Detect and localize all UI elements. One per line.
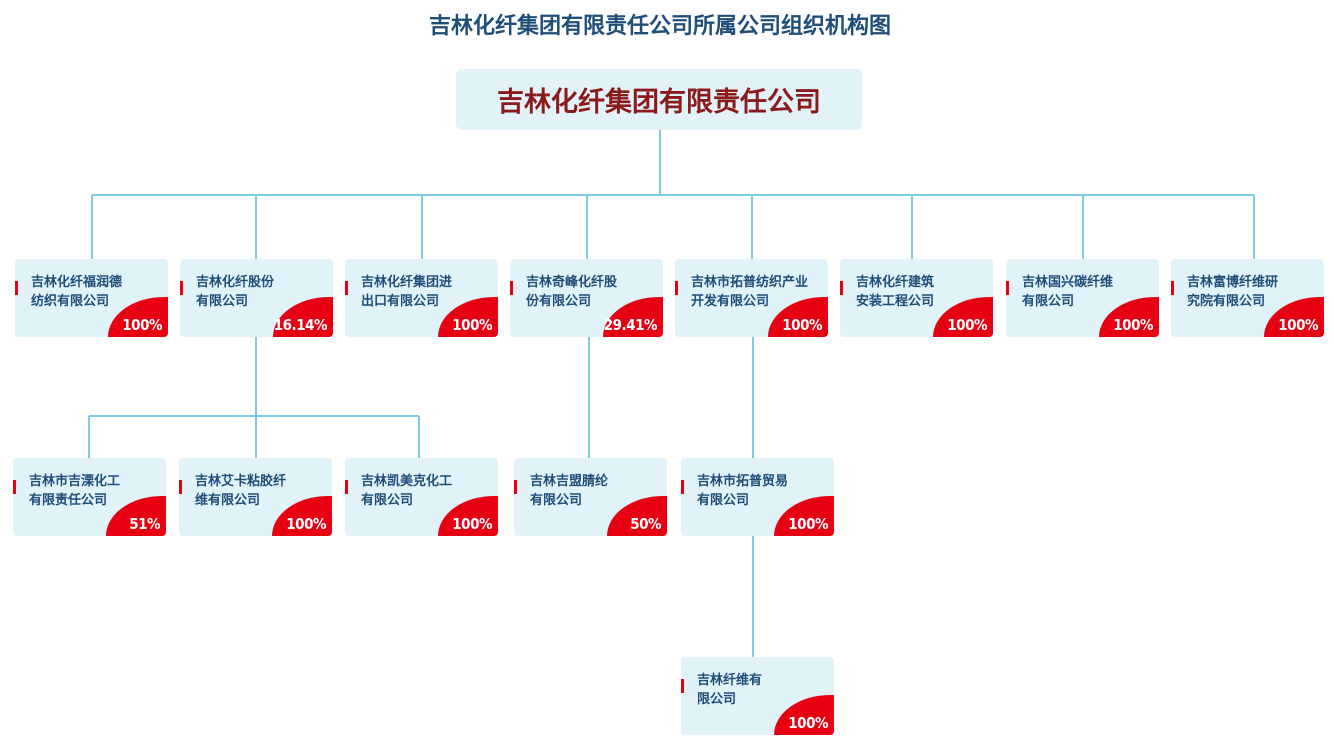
accent-mark (1006, 281, 1009, 295)
accent-mark (345, 480, 348, 494)
level2-company-box: 吉林市拓普贸易 有限公司 100% (681, 458, 834, 536)
company-name: 吉林市拓普纺织产业 开发有限公司 (691, 275, 809, 309)
share-percentage: 50% (630, 515, 661, 533)
share-percentage: 100% (452, 316, 492, 334)
company-name: 吉林市拓普贸易 有限公司 (697, 474, 789, 508)
level2-company-box: 吉林吉盟腈纶 有限公司 50% (514, 458, 667, 536)
level1-company-box: 吉林国兴碳纤维 有限公司 100% (1006, 259, 1159, 337)
share-percentage: 100% (947, 316, 987, 334)
company-name: 吉林富博纤维研 究院有限公司 (1187, 275, 1279, 309)
company-name: 吉林化纤福润德 纺织有限公司 (31, 275, 123, 309)
level1-company-box: 吉林化纤福润德 纺织有限公司 100% (15, 259, 168, 337)
company-name: 吉林艾卡粘胶纤 维有限公司 (195, 474, 287, 508)
root-company-name: 吉林化纤集团有限责任公司 (497, 87, 821, 118)
accent-mark (1171, 281, 1174, 295)
accent-mark (681, 480, 684, 494)
company-name: 吉林国兴碳纤维 有限公司 (1022, 275, 1114, 309)
share-percentage: 16.14% (273, 316, 328, 334)
share-percentage: 100% (782, 316, 822, 334)
share-percentage: 29.41% (603, 316, 658, 334)
share-percentage: 100% (286, 515, 326, 533)
root-company-box: 吉林化纤集团有限责任公司 (456, 69, 862, 130)
level2-company-box: 吉林市吉溧化工 有限责任公司 51% (13, 458, 166, 536)
accent-mark (345, 281, 348, 295)
share-percentage: 100% (788, 714, 828, 732)
share-percentage: 100% (788, 515, 828, 533)
level3-company-box: 吉林纤维有 限公司 100% (681, 657, 834, 735)
level1-company-box: 吉林市拓普纺织产业 开发有限公司 100% (675, 259, 828, 337)
accent-mark (15, 281, 18, 295)
accent-mark (840, 281, 843, 295)
level1-company-box: 吉林化纤集团进 出口有限公司 100% (345, 259, 498, 337)
company-name: 吉林吉盟腈纶 有限公司 (530, 474, 609, 508)
level2-company-box: 吉林艾卡粘胶纤 维有限公司 100% (179, 458, 332, 536)
share-percentage: 100% (452, 515, 492, 533)
share-percentage: 100% (1113, 316, 1153, 334)
accent-mark (510, 281, 513, 295)
share-percentage: 100% (1278, 316, 1318, 334)
level1-company-box: 吉林奇峰化纤股 份有限公司 29.41% (510, 259, 663, 337)
company-name: 吉林化纤集团进 出口有限公司 (361, 275, 453, 309)
accent-mark (514, 480, 517, 494)
company-name: 吉林化纤股份 有限公司 (196, 275, 275, 309)
level1-company-box: 吉林化纤建筑 安装工程公司 100% (840, 259, 993, 337)
company-name: 吉林市吉溧化工 有限责任公司 (29, 474, 121, 508)
accent-mark (675, 281, 678, 295)
company-name: 吉林奇峰化纤股 份有限公司 (526, 275, 618, 309)
accent-mark (13, 480, 16, 494)
accent-mark (180, 281, 183, 295)
company-name: 吉林凯美克化工 有限公司 (361, 474, 453, 508)
accent-mark (681, 679, 684, 693)
level1-company-box: 吉林富博纤维研 究院有限公司 100% (1171, 259, 1324, 337)
share-percentage: 51% (129, 515, 160, 533)
level1-company-box: 吉林化纤股份 有限公司 16.14% (180, 259, 333, 337)
share-percentage: 100% (122, 316, 162, 334)
company-name: 吉林纤维有 限公司 (697, 673, 763, 707)
company-name: 吉林化纤建筑 安装工程公司 (856, 275, 935, 309)
page-title: 吉林化纤集团有限责任公司所属公司组织机构图 (428, 14, 891, 39)
accent-mark (179, 480, 182, 494)
level2-company-box: 吉林凯美克化工 有限公司 100% (345, 458, 498, 536)
